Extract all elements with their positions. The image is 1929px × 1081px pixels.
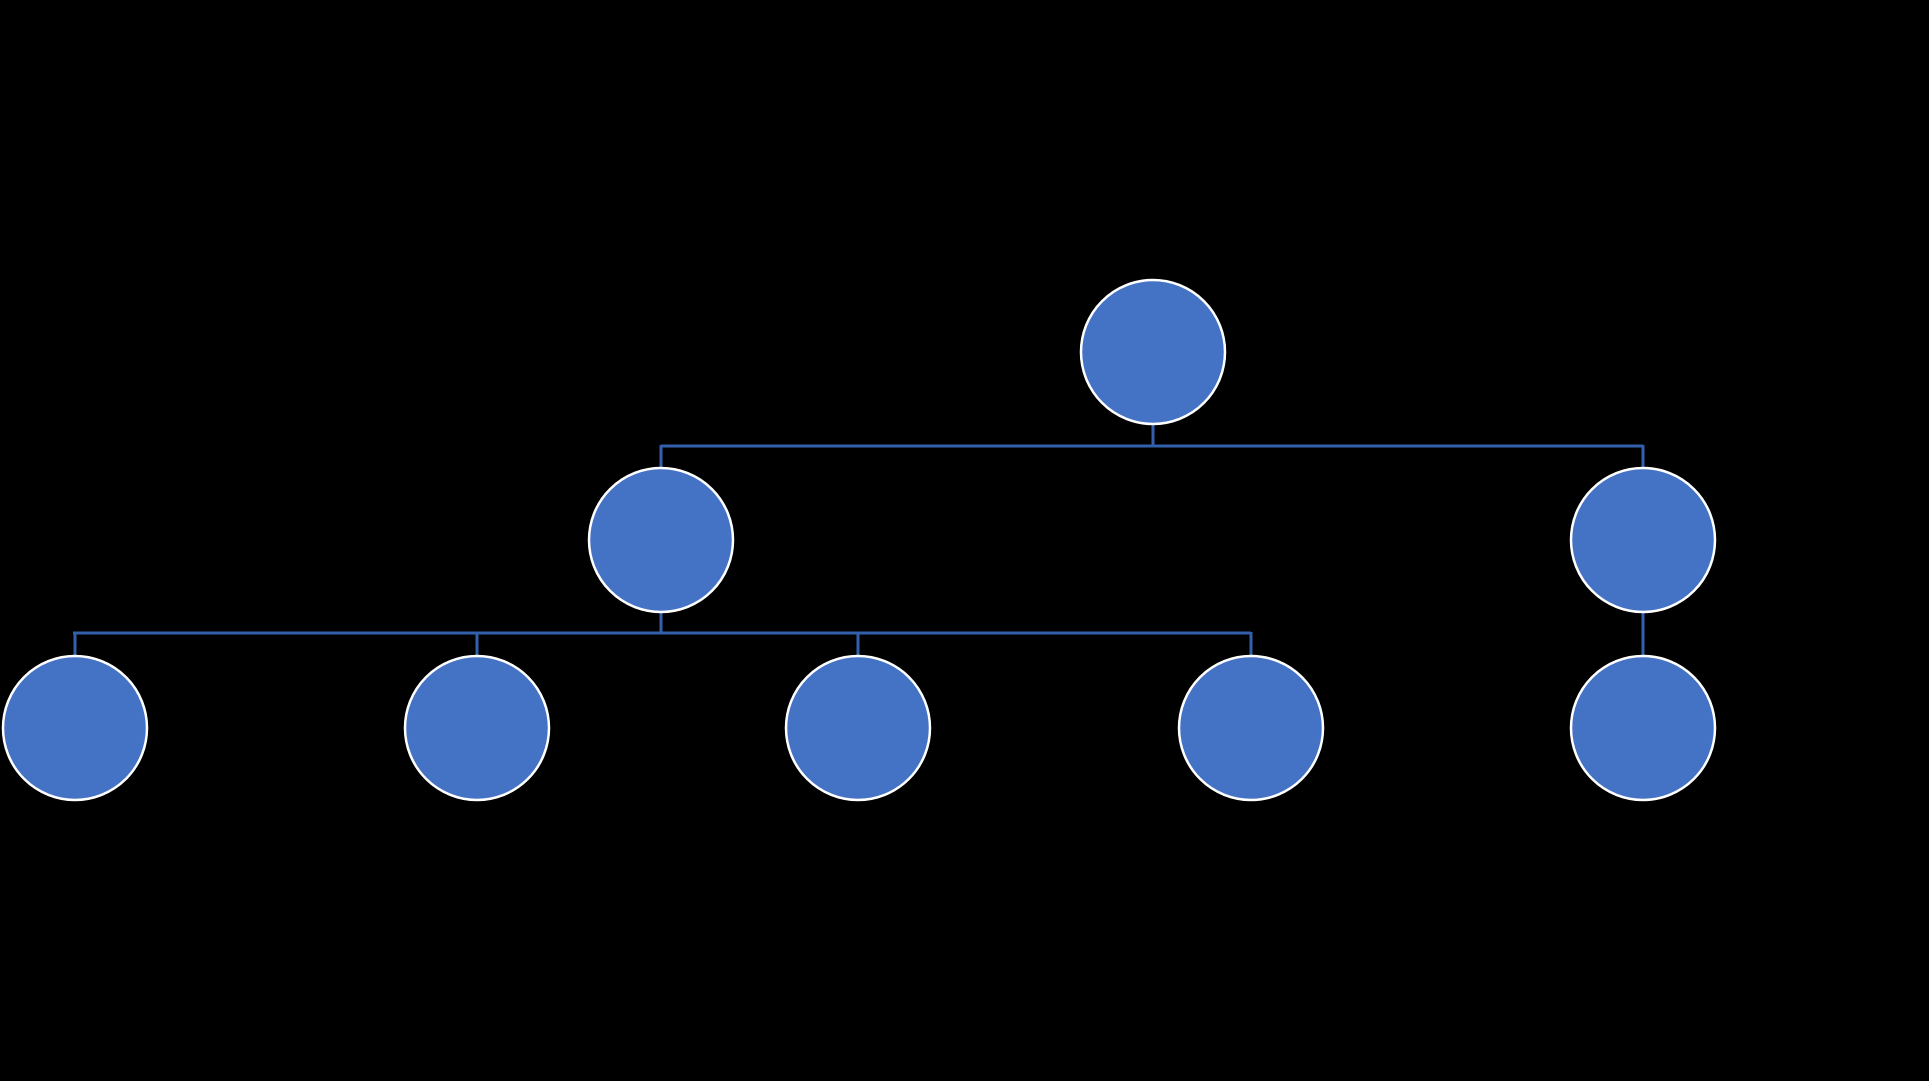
- org-node-grandchild-2[interactable]: [403, 654, 551, 802]
- org-node-grandchild-3[interactable]: [784, 654, 932, 802]
- org-node-child-left[interactable]: [587, 466, 735, 614]
- org-node-grandchild-4[interactable]: [1177, 654, 1325, 802]
- org-node-grandchild-5[interactable]: [1569, 654, 1717, 802]
- org-node-grandchild-1[interactable]: [1, 654, 149, 802]
- org-node-child-right[interactable]: [1569, 466, 1717, 614]
- org-node-root[interactable]: [1079, 278, 1227, 426]
